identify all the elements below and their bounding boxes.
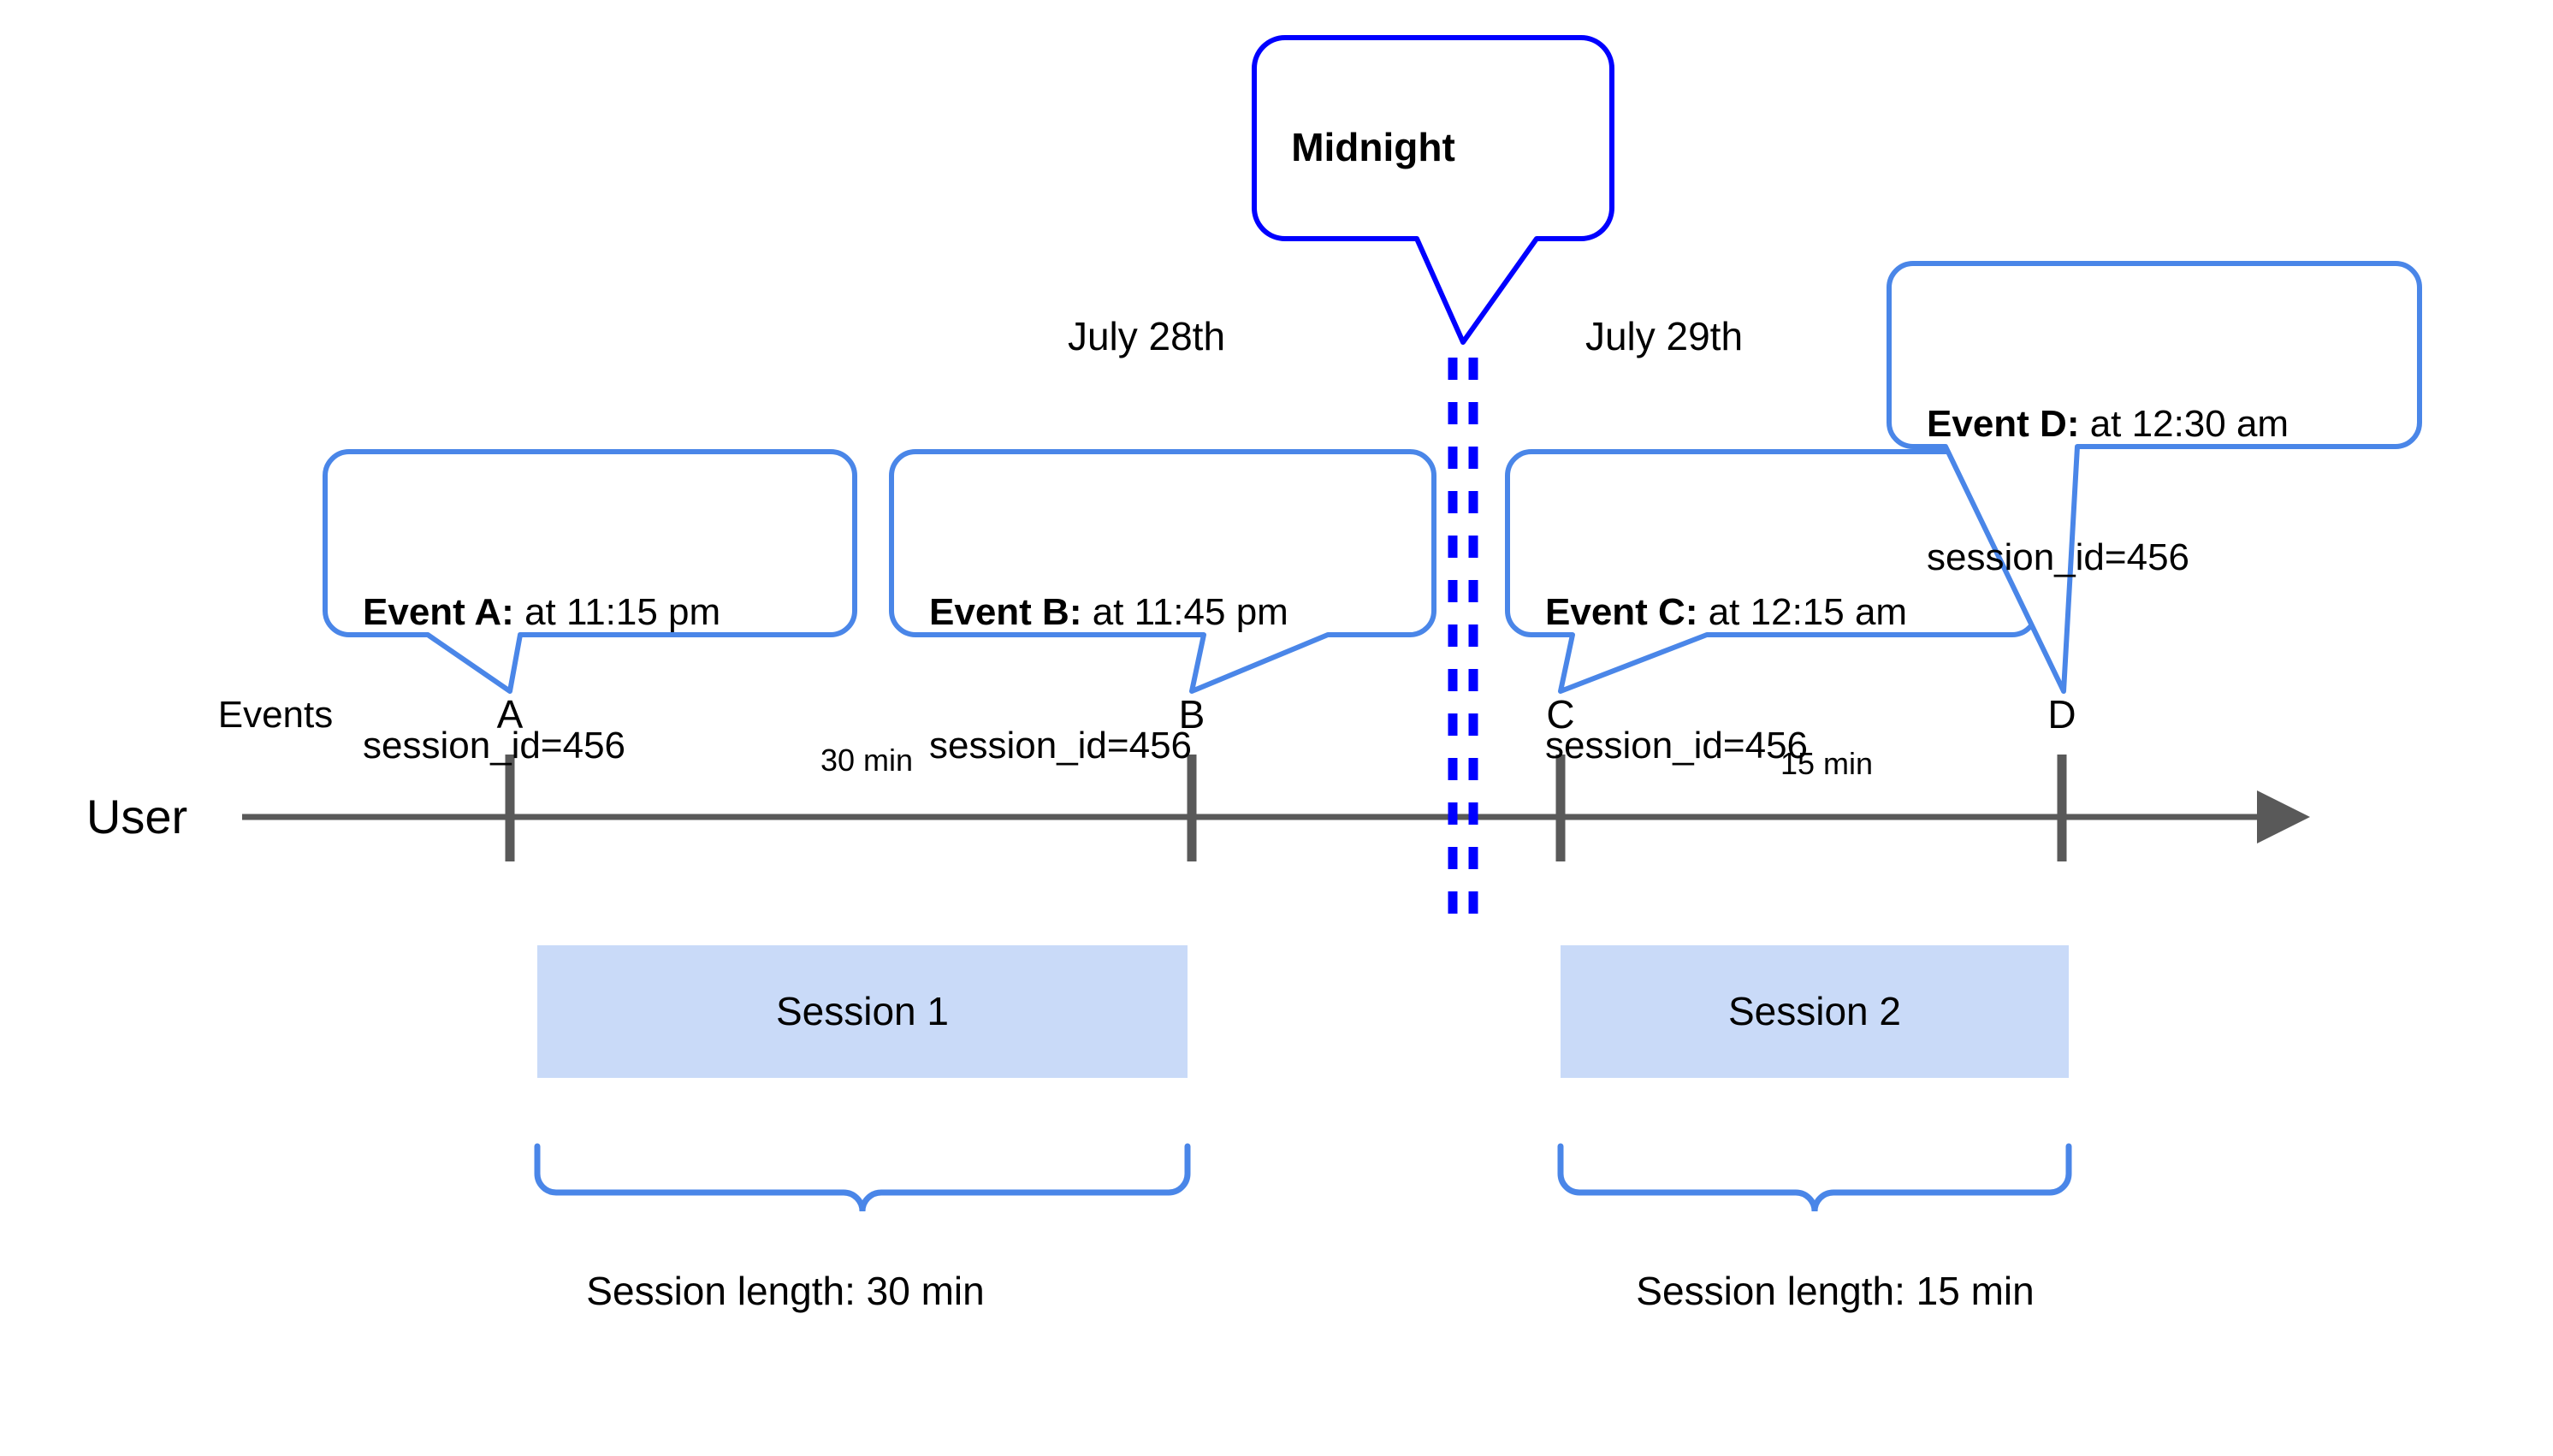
event-d-line-1: Event D: at 12:30 am — [1927, 402, 2289, 447]
event-a-callout-text: Event A: at 11:15 pm session_id=456 — [363, 501, 720, 856]
date-label-left: July 28th — [1067, 314, 1226, 358]
midnight-dashed-lines — [1448, 358, 1478, 926]
event-c-callout-text: Event C: at 12:15 am session_id=456 — [1545, 501, 1907, 856]
event-a-line-1: Event A: at 11:15 pm — [363, 590, 720, 635]
date-label-right: July 29th — [1585, 314, 1744, 358]
event-d-lead: Event D: — [1927, 402, 2080, 445]
event-b-callout-shape — [889, 449, 1436, 694]
marker-label-a: A — [496, 692, 524, 737]
session-1-brace — [534, 1143, 1191, 1212]
session-2-label: Session 2 — [1727, 989, 1902, 1033]
session-bars — [537, 945, 2069, 1078]
event-b-line-1: Event B: at 11:45 pm — [929, 590, 1288, 635]
interval-label-2: 15 min — [1780, 746, 1874, 781]
timeline-axis — [242, 790, 2310, 843]
event-tick-marks — [505, 755, 2067, 861]
session-2-length-label: Session length: 15 min — [1636, 1269, 2035, 1313]
session-1-label: Session 1 — [775, 989, 950, 1033]
event-c-lead: Event C: — [1545, 590, 1698, 633]
midnight-label: Midnight — [1291, 125, 1455, 169]
event-c-line-2: session_id=456 — [1545, 724, 1809, 766]
session-1-length-label: Session length: 30 min — [586, 1269, 985, 1313]
event-b-callout-text: Event B: at 11:45 pm session_id=456 — [929, 501, 1288, 856]
event-c-detail: at 12:15 am — [1697, 590, 1908, 633]
midnight-callout-shape — [1252, 35, 1614, 345]
session-2-brace — [1557, 1143, 2072, 1212]
event-b-detail: at 11:45 pm — [1081, 590, 1288, 633]
event-b-line-2: session_id=456 — [929, 724, 1193, 766]
user-lane-label: User — [86, 790, 188, 843]
event-a-line-2: session_id=456 — [363, 724, 626, 766]
session-2-bar — [1561, 945, 2069, 1078]
marker-label-c: C — [1546, 692, 1575, 737]
marker-label-d: D — [2047, 692, 2076, 737]
event-a-lead: Event A: — [363, 590, 514, 633]
events-lane-label: Events — [217, 694, 334, 736]
interval-label-1: 30 min — [820, 743, 914, 778]
event-d-callout-text: Event D: at 12:30 am session_id=456 — [1927, 313, 2289, 668]
event-a-callout-shape — [323, 449, 857, 694]
event-b-lead: Event B: — [929, 590, 1082, 633]
marker-label-b: B — [1178, 692, 1205, 737]
session-braces — [534, 1143, 2072, 1212]
event-d-line-2: session_id=456 — [1927, 536, 2190, 578]
session-1-bar — [537, 945, 1188, 1078]
event-c-line-1: Event C: at 12:15 am — [1545, 590, 1907, 635]
event-d-callout-shape — [1887, 261, 2422, 694]
event-a-detail: at 11:15 pm — [513, 590, 721, 633]
event-d-detail: at 12:30 am — [2079, 402, 2289, 445]
